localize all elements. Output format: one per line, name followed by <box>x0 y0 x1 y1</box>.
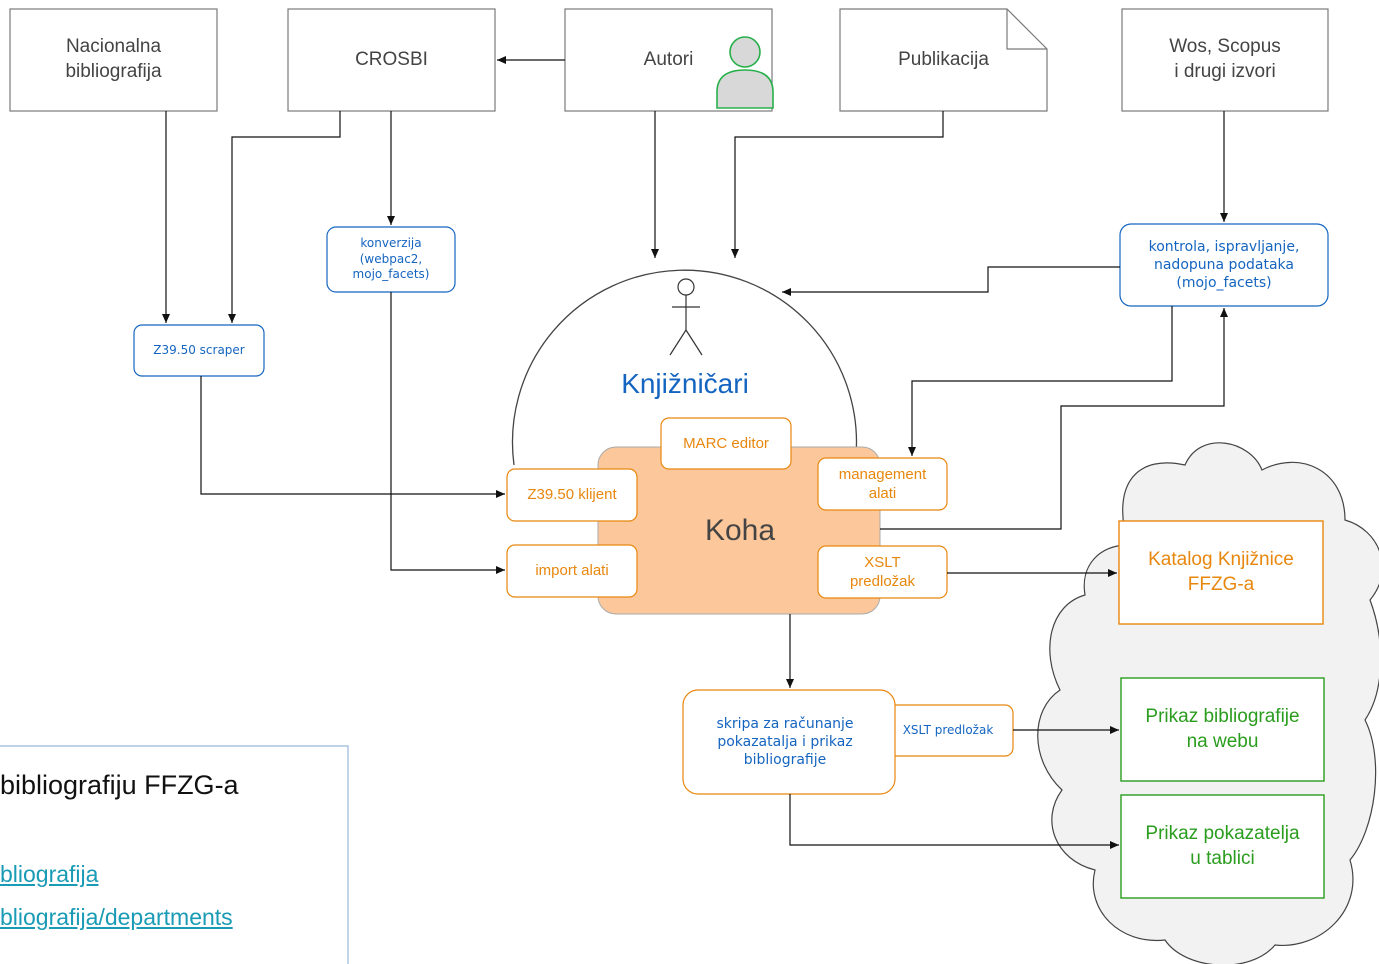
import-alati-box <box>506 544 638 598</box>
katalog-box <box>1118 520 1324 625</box>
prikaz-bibliografije-label: Prikaz bibliografije na webu <box>1145 705 1300 752</box>
skripa-label: skripa za računanje pokazatalja i prikaz… <box>716 715 854 769</box>
xslt-koha-label: XSLT predložak <box>849 553 916 591</box>
info-panel-frame <box>0 745 349 964</box>
arrow-publikacija-knjiznicari <box>731 111 944 258</box>
autori-label: Autori <box>643 48 694 70</box>
xslt-koha-box <box>817 545 948 599</box>
document-fold-icon <box>1006 9 1047 50</box>
kontrola-box <box>1119 223 1329 307</box>
z3950-klijent-box <box>506 468 638 522</box>
z3950-scraper-box <box>133 324 265 377</box>
crosbi-box <box>287 8 496 112</box>
knjiznicari-label: Knjižničari <box>621 367 749 399</box>
katalog-label: Katalog Knjižnice FFZG-a <box>1148 548 1294 595</box>
z3950-klijent-label: Z39.50 klijent <box>527 486 617 504</box>
arrow-konverzija-import <box>390 292 505 574</box>
import-alati-label: import alati <box>535 562 609 580</box>
nacionalna-box <box>9 8 218 112</box>
arrow-skripa-pokazatelji <box>789 794 1119 849</box>
crosbi-label: CROSBI <box>355 48 428 70</box>
wos-label: Wos, Scopus i drugi izvori <box>1169 36 1281 82</box>
management-box <box>817 457 948 511</box>
prikaz-pokazatelja-label: Prikaz pokazatelja u tablici <box>1145 822 1300 869</box>
xslt-skripa-label: XSLT predložak <box>902 722 994 737</box>
skripa-box <box>682 689 896 795</box>
marc-editor-box <box>660 417 792 470</box>
arrow-scraper-klijent <box>200 376 505 498</box>
publikacija-label: Publikacija <box>898 48 989 70</box>
marc-editor-label: MARC editor <box>683 434 769 452</box>
kontrola-label: kontrola, ispravljanje, nadopuna podatak… <box>1148 238 1300 292</box>
nacionalna-label: Nacionalna bibliografija <box>65 36 162 82</box>
info-panel-title: bibliografiju FFZG-a <box>0 770 239 800</box>
wos-box <box>1121 8 1329 112</box>
arrow-kontrola-knjiznicari <box>782 266 1120 296</box>
konverzija-label: konverzija (webpac2, mojo_facets) <box>352 236 430 282</box>
koha-label: Koha <box>704 513 776 547</box>
arrow-crosbi-scraper <box>228 111 341 323</box>
z3950-scraper-label: Z39.50 scraper <box>153 342 245 357</box>
person-icon <box>716 36 774 109</box>
arrow-kontrola-management <box>908 306 1173 456</box>
prikaz-pokazatelja-box <box>1120 794 1325 899</box>
departments-link[interactable]: bliografija/departments <box>0 904 233 930</box>
librarian-actor-icon <box>669 278 703 356</box>
prikaz-bibliografije-box <box>1120 677 1325 782</box>
knjiznicari-circle <box>511 269 858 466</box>
publikacija-box <box>839 8 1048 112</box>
bibliografija-link[interactable]: bliografija <box>0 861 99 887</box>
management-label: management alati <box>838 465 927 503</box>
arrow-koha-kontrola <box>880 308 1228 530</box>
